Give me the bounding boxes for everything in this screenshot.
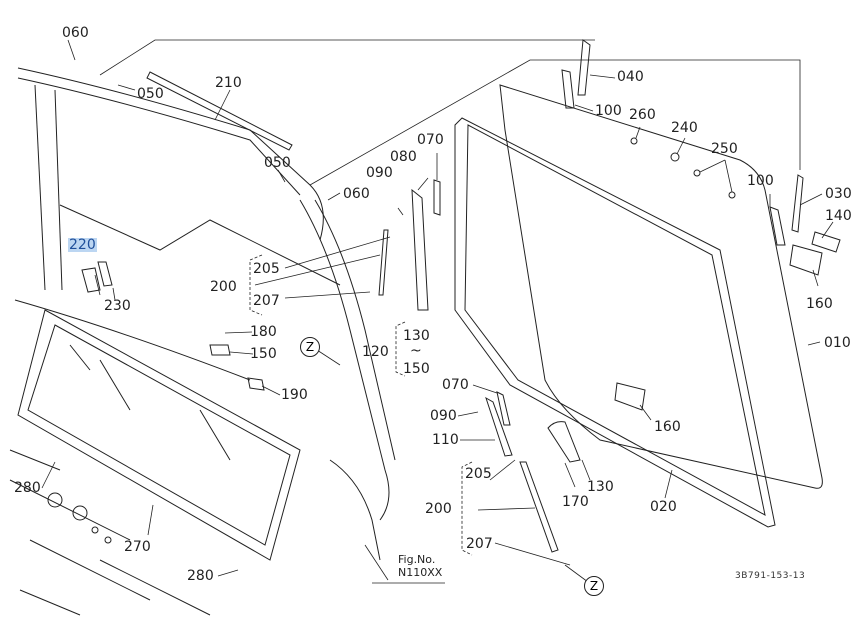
label-part-020[interactable]: 020: [650, 499, 677, 515]
part-110-bracket: [485, 396, 513, 457]
part-190-clip: [247, 377, 265, 391]
label-part-200[interactable]: 200: [425, 501, 452, 517]
label-part-140[interactable]: 140: [825, 208, 852, 224]
part-100-plate-b: [769, 206, 786, 246]
label-part-110[interactable]: 110: [432, 432, 459, 448]
label-part-150[interactable]: 150: [403, 361, 430, 377]
label-part-090[interactable]: 090: [430, 408, 457, 424]
label-part-050[interactable]: 050: [137, 86, 164, 102]
label-part-100[interactable]: 100: [595, 103, 622, 119]
part-030-hinge: [791, 174, 804, 233]
fig-no-label: Fig.No.: [398, 553, 436, 566]
label-part-060[interactable]: 060: [343, 186, 370, 202]
label-part-207[interactable]: 207: [253, 293, 280, 309]
part-040-hinge: [577, 39, 591, 96]
part-080-latch-lever: [411, 188, 429, 311]
part-260-nut: [630, 137, 638, 145]
part-150-block: [209, 344, 231, 356]
figure-number: Fig.No. N110XX: [398, 553, 443, 579]
label-part-160[interactable]: 160: [654, 419, 681, 435]
label-part-040[interactable]: 040: [617, 69, 644, 85]
range-tilde: ~: [410, 343, 422, 359]
label-part-250[interactable]: 250: [711, 141, 738, 157]
label-part-230[interactable]: 230: [104, 298, 131, 314]
label-part-080[interactable]: 080: [390, 149, 417, 165]
label-part-240[interactable]: 240: [671, 120, 698, 136]
part-200-gas-strut-upper: [378, 229, 389, 296]
label-part-280[interactable]: 280: [187, 568, 214, 584]
label-part-030[interactable]: 030: [825, 186, 852, 202]
part-130-catch: [547, 421, 581, 463]
label-part-090[interactable]: 090: [366, 165, 393, 181]
drawing-code: 3B791-153-13: [735, 571, 806, 581]
label-part-220-selected[interactable]: 220: [68, 237, 97, 253]
label-part-190[interactable]: 190: [281, 387, 308, 403]
part-140-cover: [811, 231, 841, 253]
part-220-230-knobs: [81, 261, 113, 293]
label-part-180[interactable]: 180: [250, 324, 277, 340]
cab-frame: [9, 67, 396, 616]
label-part-130[interactable]: 130: [403, 328, 430, 344]
label-part-100[interactable]: 100: [747, 173, 774, 189]
label-part-150[interactable]: 150: [250, 346, 277, 362]
label-part-170[interactable]: 170: [562, 494, 589, 510]
label-part-070[interactable]: 070: [442, 377, 469, 393]
leader-lines: [41, 39, 834, 581]
label-part-207[interactable]: 207: [466, 536, 493, 552]
part-100-plate-a: [561, 69, 575, 109]
part-240-nut: [670, 152, 680, 162]
label-part-205[interactable]: 205: [253, 261, 280, 277]
part-160-plate-a: [789, 244, 823, 276]
label-part-060[interactable]: 060: [62, 25, 89, 41]
label-part-280[interactable]: 280: [14, 480, 41, 496]
label-part-260[interactable]: 260: [629, 107, 656, 123]
label-part-210[interactable]: 210: [215, 75, 242, 91]
part-270-lower-window: [17, 309, 301, 561]
part-160-plate-b: [614, 382, 646, 411]
label-part-010[interactable]: 010: [824, 335, 851, 351]
label-part-050[interactable]: 050: [264, 155, 291, 171]
view-callout-z[interactable]: Z: [584, 576, 604, 596]
reference-arrows: [99, 39, 801, 583]
label-part-130[interactable]: 130: [587, 479, 614, 495]
view-callout-z[interactable]: Z: [300, 337, 320, 357]
part-250-nut: [693, 169, 701, 177]
label-part-120[interactable]: 120: [362, 344, 389, 360]
label-part-160[interactable]: 160: [806, 296, 833, 312]
part-020-door-seal: [454, 117, 776, 528]
label-part-270[interactable]: 270: [124, 539, 151, 555]
part-210-seal-strip: [146, 71, 293, 151]
fig-no-value: N110XX: [398, 565, 443, 579]
group-brackets: [249, 254, 473, 556]
part-200-gas-strut-lower: [519, 461, 559, 553]
part-070-bracket-b: [496, 391, 511, 426]
label-part-205[interactable]: 205: [465, 466, 492, 482]
label-part-200[interactable]: 200: [210, 279, 237, 295]
part-010-door-glass: [499, 84, 823, 489]
label-part-070[interactable]: 070: [417, 132, 444, 148]
part-070-bracket-a: [433, 179, 441, 216]
